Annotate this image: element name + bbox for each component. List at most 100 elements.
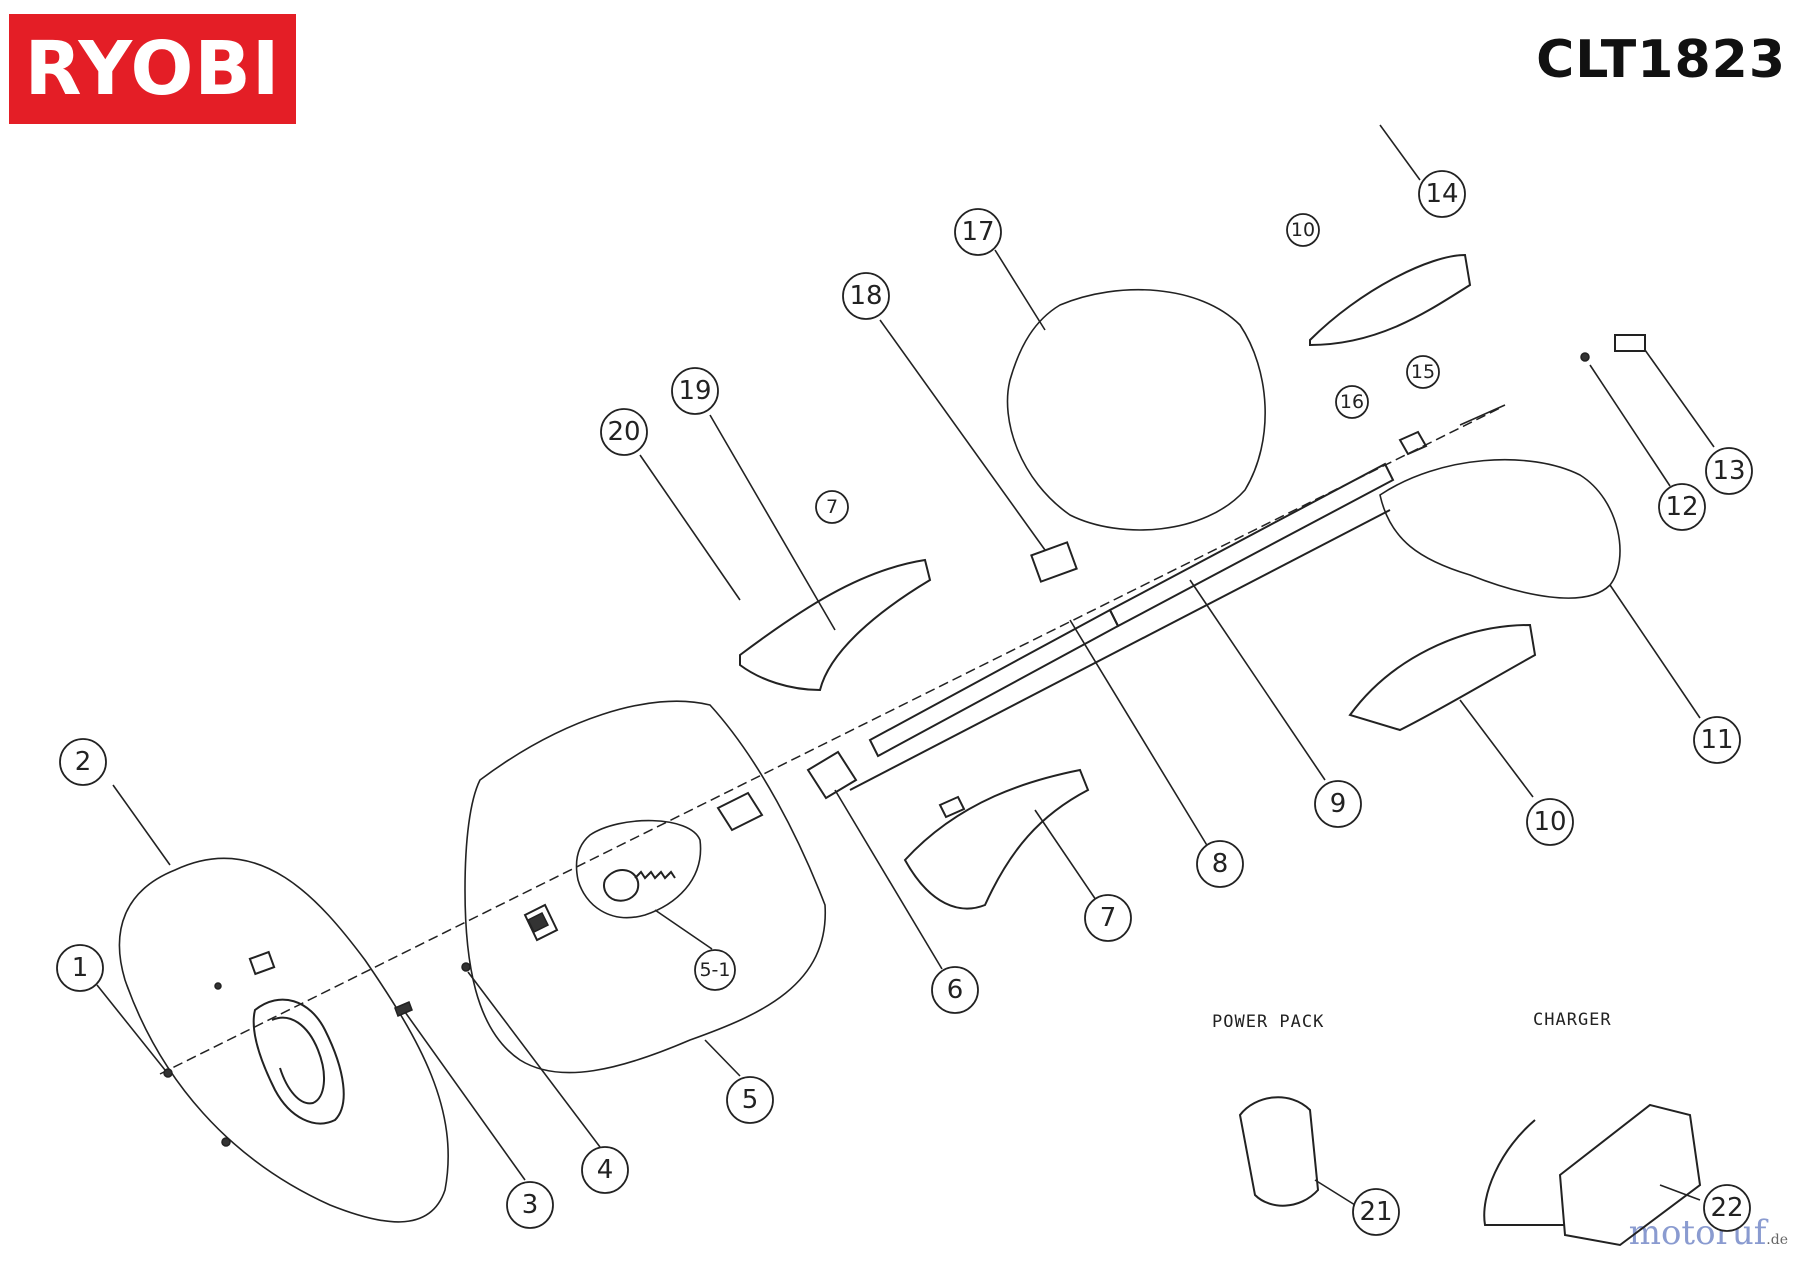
part-1-screw-3 <box>214 982 222 990</box>
leader-21 <box>1314 1179 1356 1206</box>
part-1-screw-2 <box>221 1137 231 1147</box>
power-pack-label: POWER PACK <box>1212 1012 1325 1032</box>
leader-5 <box>704 1039 741 1077</box>
callout-13: 13 <box>1705 447 1753 495</box>
callout-19: 19 <box>671 367 719 415</box>
part-5-1-spring <box>634 870 676 880</box>
part-7-clip <box>938 795 966 819</box>
part-10-handle-front <box>1348 623 1537 732</box>
part-21-battery <box>1238 1096 1320 1207</box>
charger-label: CHARGER <box>1533 1010 1612 1030</box>
callout-7-upper: 7 <box>815 490 849 524</box>
svg-text:5-1: 5-1 <box>699 959 730 981</box>
part-18-block <box>1030 541 1078 583</box>
leader-3 <box>404 1011 526 1181</box>
part-5-1-spool-head <box>603 869 640 902</box>
callout-6: 6 <box>931 966 979 1014</box>
leader-9 <box>1189 579 1326 781</box>
part-7-cover <box>903 768 1090 910</box>
svg-text:4: 4 <box>597 1155 614 1185</box>
svg-text:20: 20 <box>607 417 640 447</box>
leader-17 <box>994 249 1046 331</box>
svg-text:2: 2 <box>75 747 92 777</box>
part-2-clip <box>248 950 276 976</box>
part-2-guard <box>252 998 345 1125</box>
part-16-clamp <box>1398 430 1428 456</box>
callout-20: 20 <box>600 408 648 456</box>
callout-14: 14 <box>1418 170 1466 218</box>
assembly-axis <box>159 407 1501 1075</box>
part-13-switch <box>1614 334 1646 352</box>
model-number: CLT1823 <box>1536 30 1786 90</box>
callout-12: 12 <box>1658 483 1706 531</box>
svg-text:17: 17 <box>961 217 994 247</box>
callout-11: 11 <box>1693 716 1741 764</box>
svg-text:3: 3 <box>522 1190 539 1220</box>
svg-text:7: 7 <box>826 496 838 518</box>
svg-text:10: 10 <box>1291 219 1315 241</box>
leader-2 <box>112 784 171 866</box>
svg-text:6: 6 <box>947 975 964 1005</box>
part-8-shaft <box>868 608 1120 758</box>
part-10-handle-rear <box>1309 253 1472 347</box>
part-5-cap <box>716 791 764 832</box>
callout-15: 15 <box>1406 355 1440 389</box>
svg-text:19: 19 <box>678 376 711 406</box>
leader-7b <box>1034 809 1097 901</box>
leader-19 <box>709 414 836 631</box>
callout-10-upper: 10 <box>1286 213 1320 247</box>
leader-13 <box>1644 349 1715 448</box>
svg-text:1: 1 <box>72 953 89 983</box>
callout-9: 9 <box>1314 780 1362 828</box>
callout-18: 18 <box>842 272 890 320</box>
group-5-1-boundary <box>575 819 702 919</box>
svg-text:7: 7 <box>1100 903 1117 933</box>
svg-text:21: 21 <box>1359 1197 1392 1227</box>
leader-14 <box>1379 124 1421 181</box>
svg-text:5: 5 <box>742 1085 759 1115</box>
svg-text:15: 15 <box>1411 361 1435 383</box>
callout-1: 1 <box>56 944 104 992</box>
callout-22: 22 <box>1703 1184 1751 1232</box>
callout-5-1: 5-1 <box>694 949 736 991</box>
callout-2: 2 <box>59 738 107 786</box>
group-5-boundary <box>464 700 826 1074</box>
leader-8 <box>1069 619 1209 848</box>
callout-16: 16 <box>1335 385 1369 419</box>
group-17-boundary <box>1006 288 1266 531</box>
callout-17: 17 <box>954 208 1002 256</box>
part-1-screw <box>163 1068 173 1078</box>
leader-20 <box>639 454 741 601</box>
svg-text:16: 16 <box>1340 391 1364 413</box>
leader-12 <box>1589 364 1671 487</box>
leader-6 <box>834 789 943 970</box>
part-12-spring <box>1580 352 1590 362</box>
part-8-rod <box>849 509 1391 791</box>
leader-18 <box>879 319 1046 551</box>
part-6-motor <box>806 750 858 800</box>
part-3-spring <box>394 1001 413 1017</box>
svg-text:9: 9 <box>1330 789 1347 819</box>
callout-7-lower: 7 <box>1084 894 1132 942</box>
part-2-guard-inner <box>271 1016 325 1105</box>
leader-10b <box>1459 699 1534 798</box>
callout-8: 8 <box>1196 840 1244 888</box>
ryobi-logo: RYOBI <box>9 14 296 124</box>
callout-3: 3 <box>506 1181 554 1229</box>
callout-4: 4 <box>581 1146 629 1194</box>
group-2-boundary <box>118 857 449 1223</box>
svg-text:11: 11 <box>1700 725 1733 755</box>
part-15-line <box>1459 404 1506 426</box>
svg-text:18: 18 <box>849 281 882 311</box>
brand-text: RYOBI <box>24 26 281 112</box>
leader-22 <box>1659 1184 1701 1201</box>
part-22-cord <box>1483 1119 1565 1227</box>
svg-text:13: 13 <box>1712 456 1745 486</box>
svg-text:22: 22 <box>1710 1193 1743 1223</box>
part-9-shaft <box>1108 462 1395 628</box>
svg-text:14: 14 <box>1425 179 1458 209</box>
svg-text:8: 8 <box>1212 849 1229 879</box>
leader-5-1 <box>654 909 713 950</box>
leader-11 <box>1609 584 1701 719</box>
